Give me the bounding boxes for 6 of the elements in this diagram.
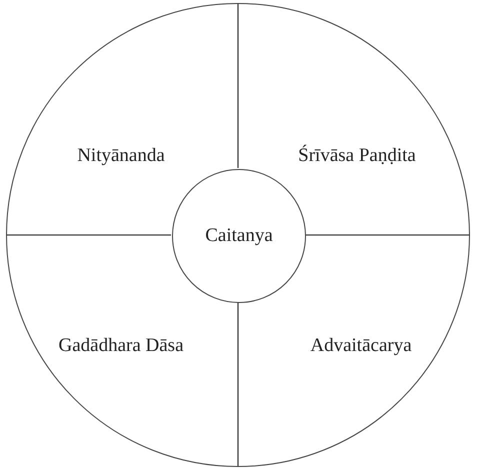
outer-circle: [6, 3, 470, 467]
center-circle: Caitanya: [172, 169, 306, 303]
quadrant-label: Advaitācarya: [310, 335, 412, 357]
quadrant-label: Nityānanda: [77, 145, 165, 167]
quadrant-label: Śrīvāsa Paṇḍita: [298, 145, 416, 167]
quadrant-label: Gadādhara Dāsa: [58, 335, 184, 357]
